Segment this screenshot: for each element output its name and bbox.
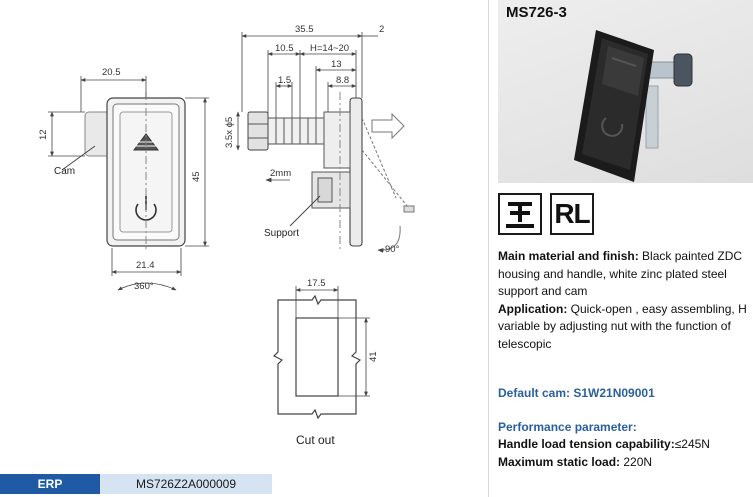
tighten-icon <box>498 193 542 235</box>
erp-row: ERP MS726Z2A000009 <box>0 474 272 494</box>
dim-cutout-height: 41 <box>368 351 379 362</box>
dim-side-a: 10.5 <box>275 43 294 54</box>
dim-side-angle: 90° <box>385 244 400 255</box>
dim-side-d: 8.8 <box>336 75 349 86</box>
material-label: Main material and finish: <box>498 249 639 263</box>
latch-illustration <box>574 30 693 182</box>
front-view <box>61 92 186 252</box>
static-label: Maximum static load: <box>498 454 621 469</box>
dim-front-height-total: 45 <box>191 171 202 182</box>
dim-front-rotation: 360° <box>134 281 154 292</box>
application-text: Quick-open , easy assembling, H variable… <box>498 301 747 351</box>
static-value: 220N <box>620 454 653 469</box>
description: Main material and finish: Black painted … <box>498 248 753 353</box>
erp-value: MS726Z2A000009 <box>100 474 272 494</box>
dim-side-offset: 2 <box>379 24 384 35</box>
application-block: Application: Quick-open , easy assemblin… <box>498 301 753 354</box>
cam-label: Cam <box>54 166 75 177</box>
static-row: Maximum static load: 220N <box>498 454 710 472</box>
side-view <box>247 92 415 253</box>
dim-cutout-width: 17.5 <box>307 278 326 289</box>
erp-label: ERP <box>0 474 100 494</box>
material-block: Main material and finish: Black painted … <box>498 248 753 301</box>
dim-side-h: H=14~20 <box>310 43 349 54</box>
dim-side-total: 35.5 <box>295 24 314 35</box>
performance-title: Performance parameter: <box>498 420 637 434</box>
rl-icon: RL <box>550 193 594 235</box>
rl-text: RL <box>554 198 590 229</box>
dim-front-height-left: 12 <box>38 129 49 140</box>
tension-label: Handle load tension capability: <box>498 437 675 451</box>
cutout-label: Cut out <box>296 433 335 447</box>
divider <box>488 0 489 497</box>
drawing-svg: 20.5 12 45 21.4 360° Cam <box>38 24 415 447</box>
dim-side-travel: 2mm <box>270 168 291 179</box>
dim-side-c: 1.5 <box>278 75 291 86</box>
product-photo: MS726-3 <box>498 0 753 183</box>
material-text: Black painted ZDC housing and handle, wh… <box>498 249 743 298</box>
default-cam: Default cam: S1W21N09001 <box>498 386 655 400</box>
tension-row: Handle load tension capability:≤245N <box>498 436 710 454</box>
dim-side-thread: 3.5x ϕ5 <box>224 117 235 148</box>
tension-value: ≤245N <box>674 437 710 451</box>
model-title: MS726-3 <box>506 4 567 21</box>
dim-side-b: 13 <box>331 59 342 70</box>
performance-block: Handle load tension capability:≤245N Max… <box>498 436 710 471</box>
cutout-view <box>272 294 362 420</box>
feature-icons: RL <box>498 193 594 235</box>
dim-front-width-bottom: 21.4 <box>136 260 155 271</box>
application-label: Application: <box>498 301 568 316</box>
technical-drawings: 20.5 12 45 21.4 360° Cam <box>38 24 415 447</box>
dim-front-width-top: 20.5 <box>102 67 121 78</box>
support-label: Support <box>264 228 299 239</box>
